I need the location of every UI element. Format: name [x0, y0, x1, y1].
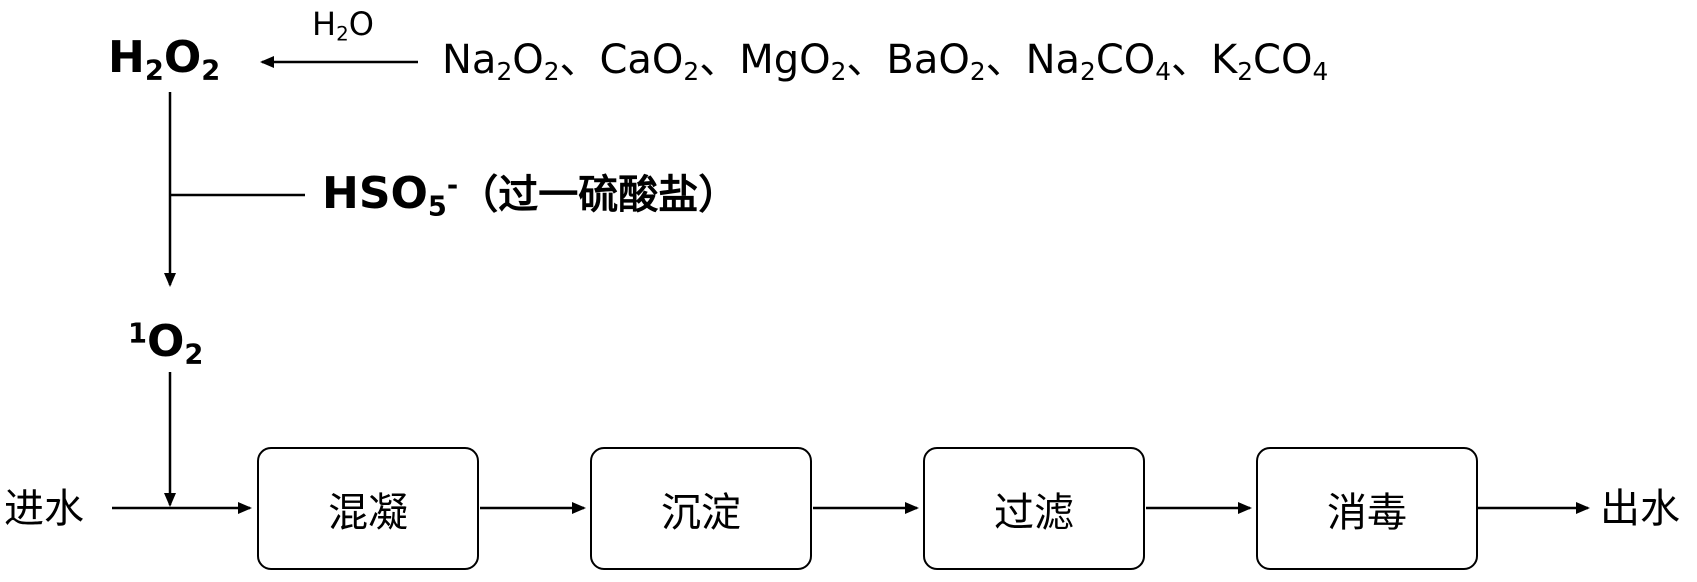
- sulfate-note: （过一硫酸盐）: [458, 172, 739, 218]
- source-compound: BaO2、: [886, 37, 1026, 86]
- source-compound-list: Na2O2、CaO2、MgO2、BaO2、Na2CO4、K2CO4: [442, 37, 1329, 86]
- source-compound: K2CO4: [1211, 37, 1329, 86]
- step-filtration: 过滤: [923, 447, 1145, 570]
- singlet-oxygen-label: 1O2: [128, 316, 204, 371]
- step-disinfection: 消毒: [1256, 447, 1478, 570]
- inlet-label: 进水: [4, 486, 84, 532]
- sulfate-label: HSO5-（过一硫酸盐）: [322, 168, 739, 223]
- source-compound: Na2CO4、: [1025, 37, 1212, 86]
- source-compound: Na2O2、: [442, 37, 600, 86]
- outlet-label: 出水: [1600, 486, 1680, 532]
- source-compound: CaO2、: [599, 37, 740, 86]
- step-coagulation: 混凝: [257, 447, 479, 570]
- source-compound: MgO2、: [739, 37, 887, 86]
- step-sedimentation: 沉淀: [590, 447, 812, 570]
- water-label: H2O: [312, 5, 374, 46]
- peroxide-label: H2O2: [108, 32, 221, 87]
